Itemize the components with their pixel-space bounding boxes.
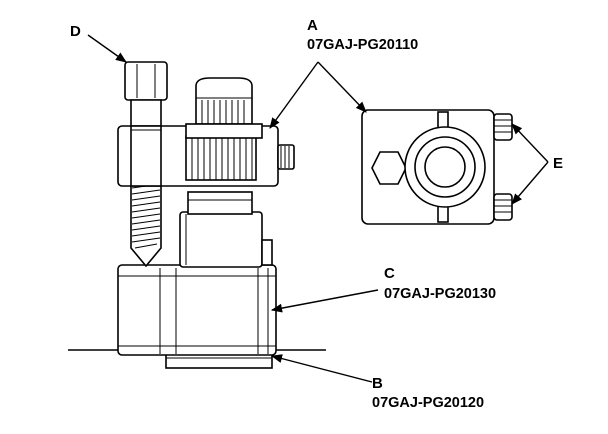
label-b-letter: B <box>372 375 383 392</box>
plate-a-side <box>117 125 295 187</box>
label-c-part-number: 07GAJ-PG20130 <box>384 286 496 302</box>
plate-a-top-view <box>361 109 513 225</box>
knurled-nut <box>185 77 263 139</box>
label-a-letter: A <box>307 17 318 34</box>
center-cylinder <box>179 191 273 268</box>
leader-lines <box>87 34 549 383</box>
label-d: D <box>70 23 81 40</box>
housing-c <box>117 264 277 356</box>
label-c-letter: C <box>384 265 395 282</box>
label-a-part-number: 07GAJ-PG20110 <box>307 37 418 53</box>
label-b-part-number: 07GAJ-PG20120 <box>372 395 484 411</box>
label-e: E <box>553 155 563 172</box>
